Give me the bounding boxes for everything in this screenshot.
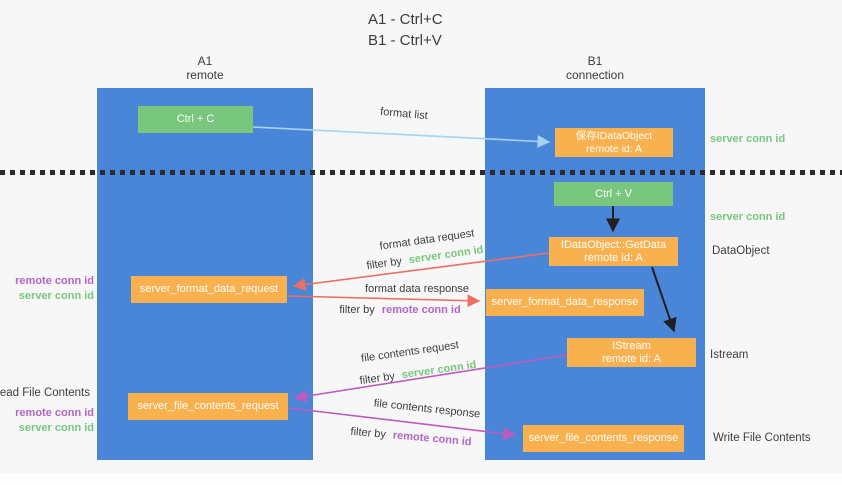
arrow-getdata-to-istream <box>651 266 677 333</box>
lane-a1-title: A1 <box>197 54 213 68</box>
node-server-file-contents-response: server_file_contents_response <box>523 425 684 452</box>
format-conn-id-labels: remote conn id server conn id <box>15 274 94 304</box>
filter-by-text: filter by <box>339 304 378 316</box>
title-line-2: B1 - Ctrl+V <box>368 32 442 49</box>
lane-b1-title: B1 <box>587 54 603 68</box>
file-server-conn-id-label: server conn id <box>18 422 94 434</box>
node-getdata-line2: remote id: A <box>584 251 643 264</box>
node-server-format-data-request: server_format_data_request <box>131 276 287 303</box>
node-format-response-label: server_format_data_response <box>491 296 639 308</box>
lane-a1-subtitle: remote <box>186 68 224 82</box>
istream-label: Istream <box>710 349 749 361</box>
lane-header-a1: A1 remote <box>97 54 313 82</box>
node-istream-line2: remote id: A <box>602 352 661 365</box>
node-ctrl-c-label: Ctrl + C <box>176 113 215 125</box>
server-conn-id-top-label: server conn id <box>710 133 786 145</box>
node-istream-line1: IStream <box>612 339 651 352</box>
edge-label-format-data-response: format data response <box>365 283 469 295</box>
write-file-contents-label: Write File Contents <box>713 432 811 444</box>
session-separator-dotted-line <box>0 170 842 175</box>
node-idataobject-getdata: IDataObject::GetData remote id: A <box>549 237 678 266</box>
node-format-request-label: server_format_data_request <box>139 283 279 295</box>
format-server-conn-id-label: server conn id <box>18 290 94 302</box>
arrow-file-contents-request <box>293 354 568 403</box>
node-file-request-label: server_file_contents_request <box>137 400 279 412</box>
node-server-file-contents-request: server_file_contents_request <box>128 393 288 420</box>
title-line-1: A1 - Ctrl+C <box>368 11 443 28</box>
dataobject-label: DataObject <box>712 245 770 257</box>
edge-label-filter-remote-1: filter by remote conn id <box>339 304 460 316</box>
canvas-bottom-edge <box>0 473 842 485</box>
node-getdata-line1: IDataObject::GetData <box>560 238 667 251</box>
file-remote-conn-id-label: remote conn id <box>15 407 94 419</box>
node-save-idataobject-line1: 保存IDataObject <box>575 129 653 142</box>
node-ctrl-v: Ctrl + V <box>554 182 673 206</box>
server-conn-id-mid-label: server conn id <box>710 211 786 223</box>
lane-header-b1: B1 connection <box>485 54 705 82</box>
node-save-idataobject-line2: remote id: A <box>585 142 643 155</box>
read-file-contents-label: Read File Contents <box>0 387 90 399</box>
node-ctrl-v-label: Ctrl + V <box>595 187 632 200</box>
lane-b1-subtitle: connection <box>565 68 625 82</box>
node-istream: IStream remote id: A <box>567 338 696 367</box>
node-server-format-data-response: server_format_data_response <box>486 289 644 316</box>
arrow-format-data-request <box>292 252 550 291</box>
arrow-format-data-response <box>287 294 481 308</box>
filter-remote-conn-id: remote conn id <box>381 304 461 316</box>
file-conn-id-labels: remote conn id server conn id <box>15 406 94 436</box>
format-remote-conn-id-label: remote conn id <box>15 275 94 287</box>
node-save-idataobject: 保存IDataObject remote id: A <box>555 128 673 157</box>
node-file-response-label: server_file_contents_response <box>528 432 679 444</box>
diagram-title: A1 - Ctrl+C B1 - Ctrl+V <box>368 9 443 51</box>
arrow-format-list <box>252 126 551 148</box>
node-ctrl-c: Ctrl + C <box>138 106 253 133</box>
arrow-file-contents-response <box>288 407 517 440</box>
